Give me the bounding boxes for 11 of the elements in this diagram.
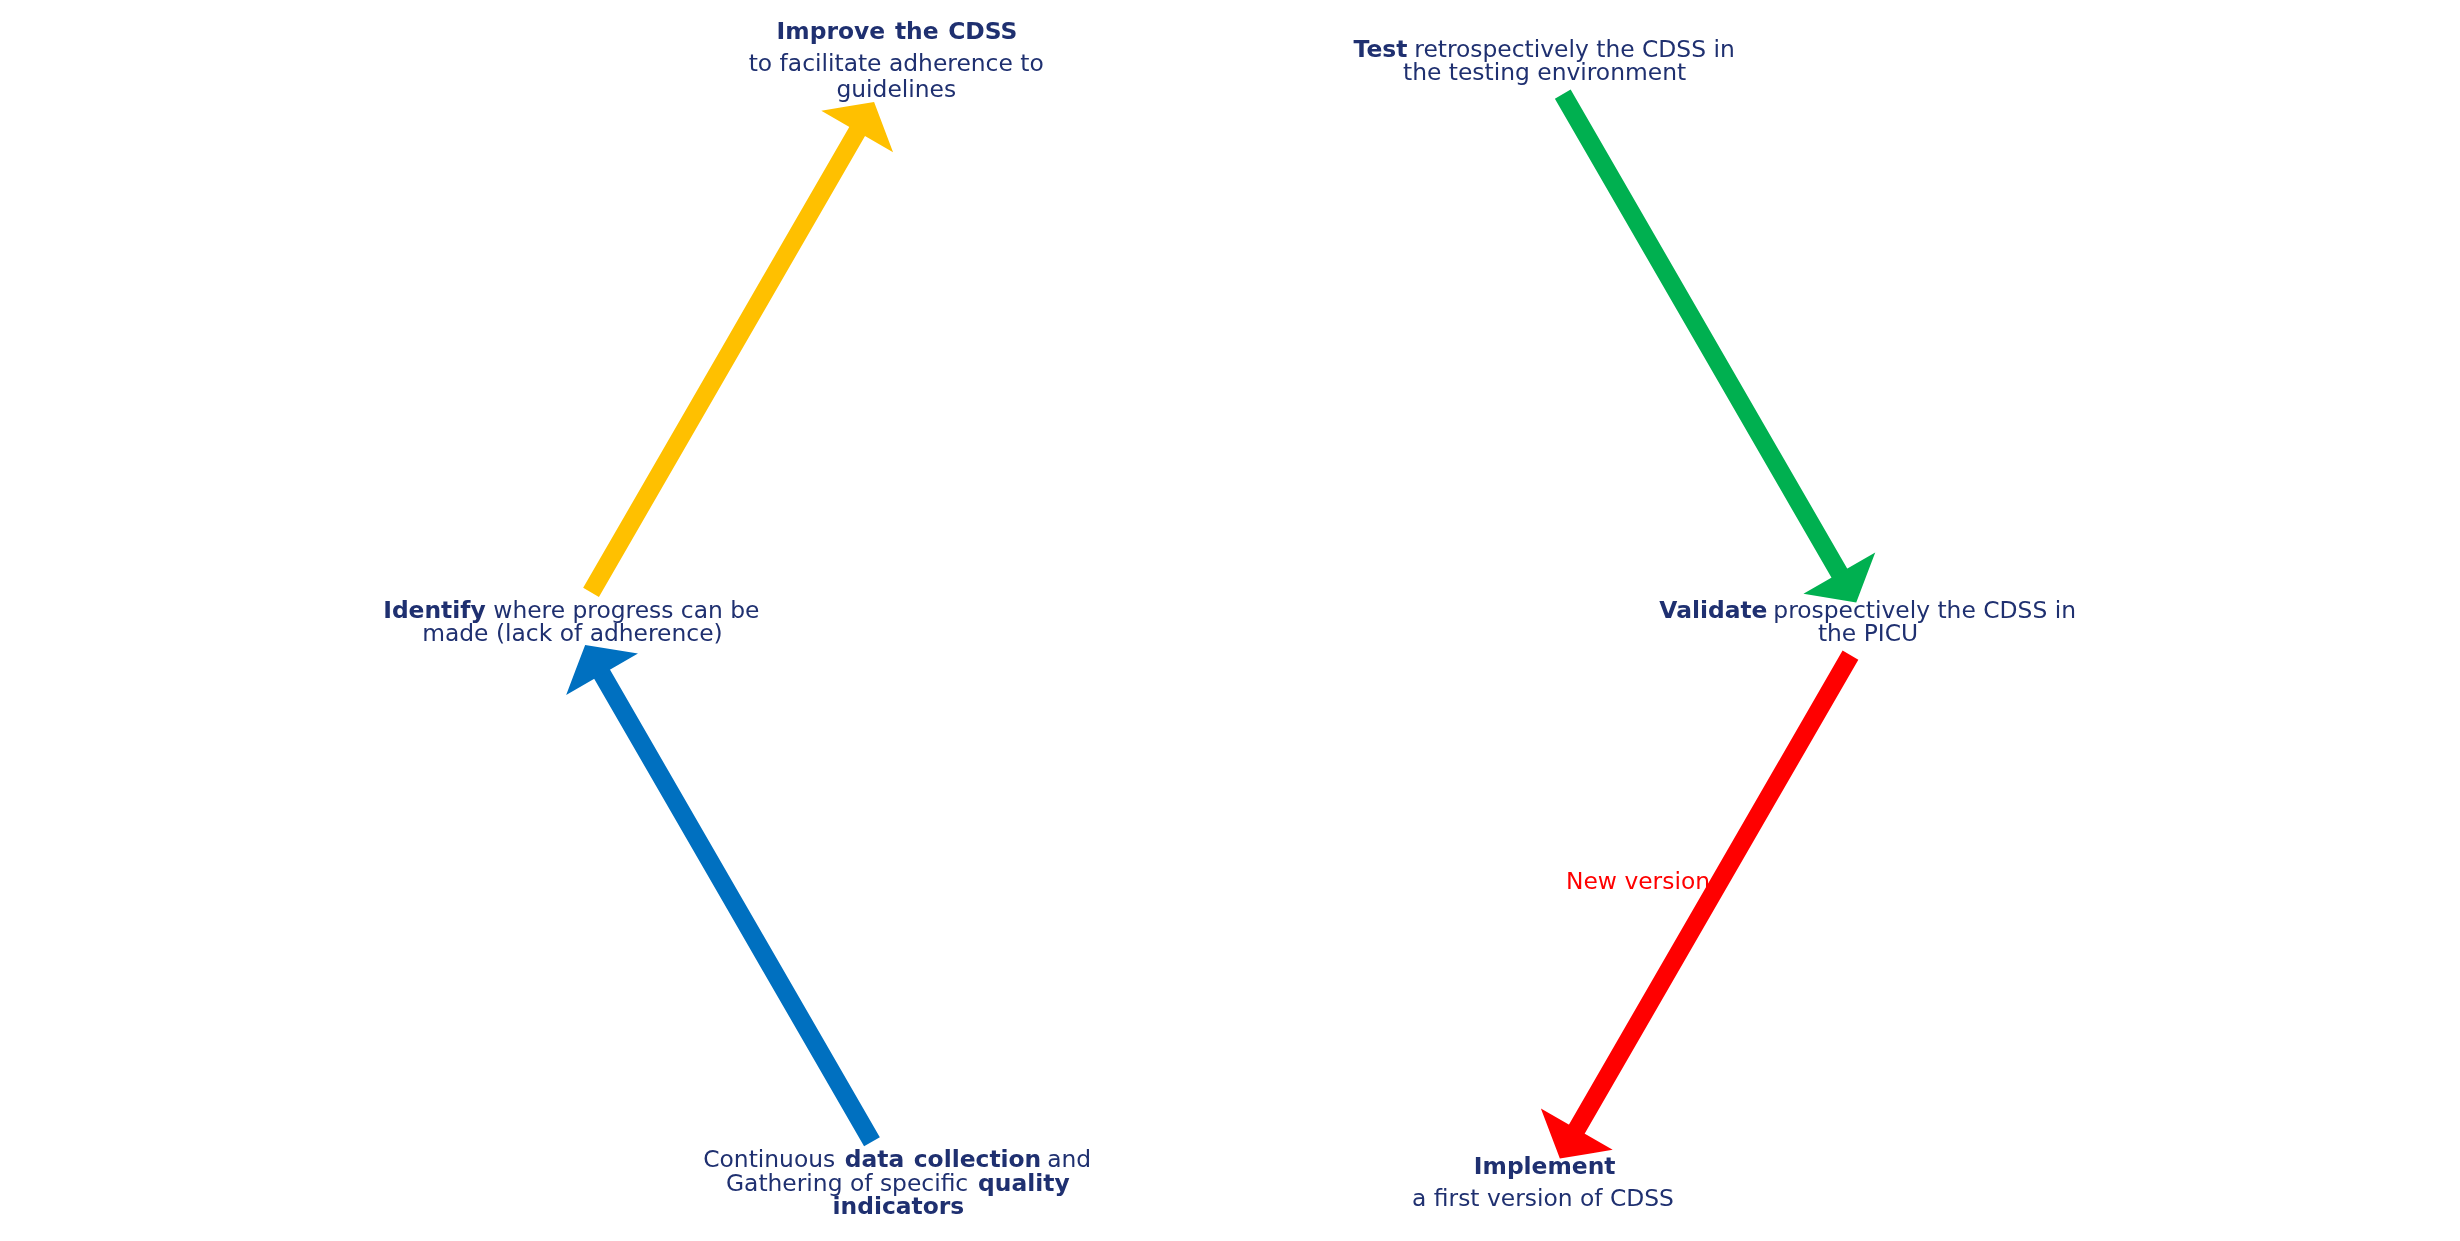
node-text: Validate prospectively the CDSS in the PICU: [1658, 595, 2076, 648]
arrow: [565, 644, 880, 1147]
arrow: [1554, 89, 1875, 603]
node-text: Continuous data collection and Gathering of specific quality indicators: [702, 1145, 1091, 1220]
node-text: Test retrospectively the CDSS in the testing environment: [1353, 34, 1735, 87]
edge-label: New version: [1565, 866, 1710, 895]
node-text: Identify where progress can be made (lack of adherence): [382, 595, 759, 648]
node-text: Implement a first version of CDSS: [1411, 1151, 1674, 1213]
arrow: [582, 102, 893, 597]
arrow: [1540, 650, 1858, 1159]
node-text: Improve the CDSS to facilitate adherence to guidelines: [748, 16, 1044, 104]
